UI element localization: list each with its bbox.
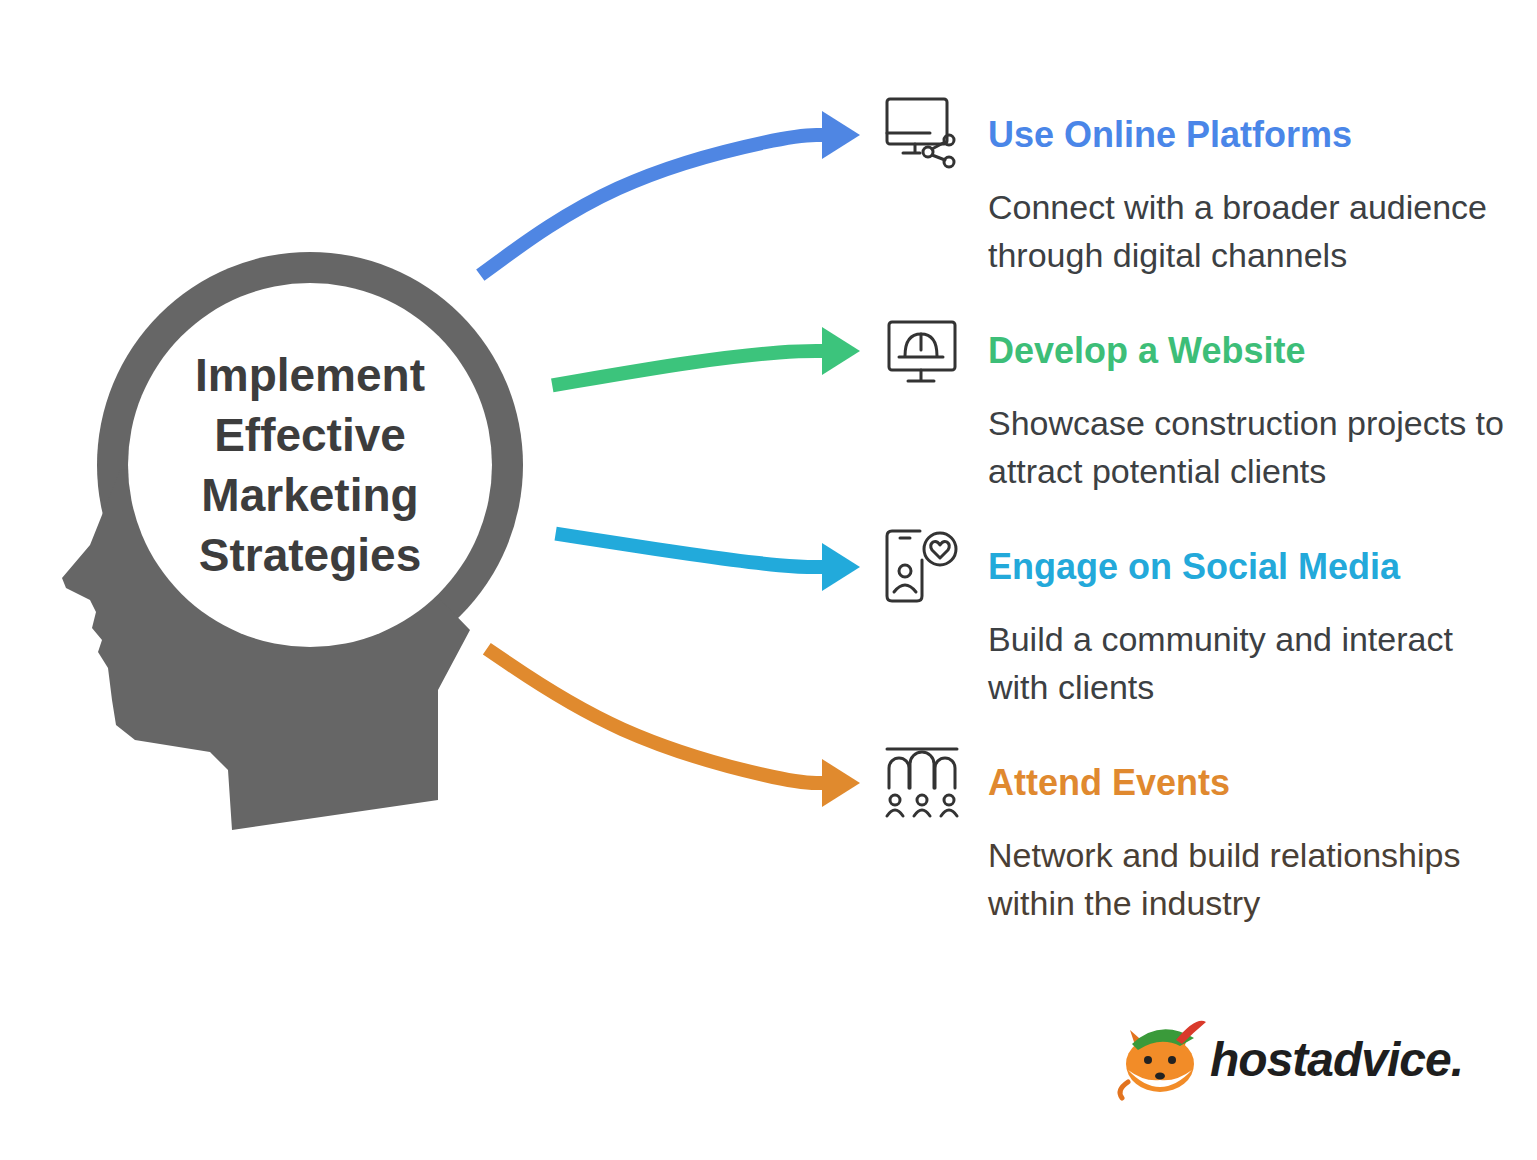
arrow-connector — [480, 135, 822, 275]
strategy-description: Build a community and interact with clie… — [988, 615, 1508, 711]
arrow-connector — [552, 351, 822, 385]
strategy-item: Develop a WebsiteShowcase construction p… — [860, 327, 1508, 495]
monitor-share-icon — [887, 99, 954, 167]
head-circle: Implement Effective Marketing Strategies — [97, 252, 523, 678]
fox-mascot — [1120, 1021, 1206, 1098]
strategy-heading: Engage on Social Media — [988, 543, 1508, 591]
strategy-description: Showcase construction projects to attrac… — [988, 399, 1508, 495]
strategy-heading: Use Online Platforms — [988, 111, 1508, 159]
strategy-heading: Attend Events — [988, 759, 1508, 807]
social-phone-icon — [887, 531, 956, 601]
strategy-description: Network and build relationships within t… — [988, 831, 1508, 927]
strategy-item: Engage on Social MediaBuild a community … — [860, 543, 1508, 711]
strategy-item: Attend EventsNetwork and build relations… — [860, 759, 1508, 927]
strategy-description: Connect with a broader audience through … — [988, 183, 1508, 279]
events-venue-icon — [887, 749, 957, 816]
arrow-connector — [556, 534, 822, 567]
center-title: Implement Effective Marketing Strategies — [160, 345, 460, 585]
strategy-heading: Develop a Website — [988, 327, 1508, 375]
brand-watermark: hostadvice. — [1210, 1030, 1463, 1090]
website-hardhat-icon — [889, 322, 955, 381]
arrow-connector — [487, 649, 822, 783]
head-silhouette — [62, 252, 523, 830]
strategy-item: Use Online PlatformsConnect with a broad… — [860, 111, 1508, 279]
